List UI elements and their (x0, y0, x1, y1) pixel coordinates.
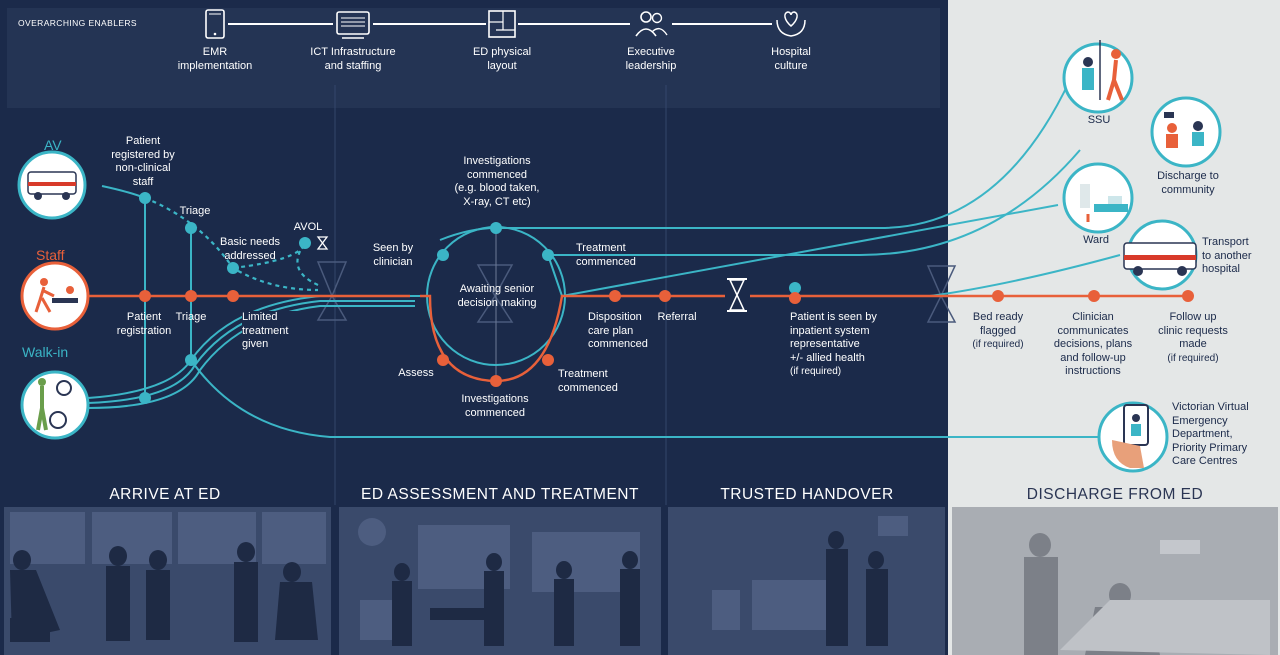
community-label: Discharge to community (1157, 170, 1219, 196)
section-discharge-title: DISCHARGE FROM ED (1026, 486, 1204, 503)
treatment-bottom-label: Treatment commenced (558, 368, 618, 394)
arrive-silhouettes (10, 542, 318, 642)
enablers-heading: OVERARCHING ENABLERS (18, 18, 137, 28)
assessment-silhouettes (392, 551, 640, 646)
follow-if-required: (if required) (1167, 353, 1219, 364)
section-handover-title: TRUSTED HANDOVER (720, 486, 894, 503)
cyan-flow-lines (87, 79, 1121, 438)
small-hourglass-icon (316, 236, 329, 250)
follow-up-label: Follow up clinic requests made (1158, 311, 1228, 350)
handover-silhouettes (826, 531, 888, 646)
section-assessment-title: ED ASSESSMENT AND TREATMENT (361, 486, 639, 503)
bed-if-required: (if required) (972, 339, 1024, 350)
discharge-silhouettes (1024, 533, 1270, 655)
awaiting-decision-label: Awaiting senior decision making (457, 283, 537, 309)
bed-ready-label: Bed ready flagged (972, 311, 1024, 337)
basic-needs-label: Basic needs addressed (220, 236, 280, 262)
triage-bottom-label: Triage (175, 311, 207, 323)
transport-label: Transport to another hospital (1202, 236, 1252, 275)
disposition-label: Disposition care plan commenced (588, 311, 648, 350)
enabler-emr-label: EMR implementation (177, 46, 253, 72)
enabler-culture-label: Hospital culture (771, 46, 811, 72)
assess-label: Assess (398, 367, 434, 379)
heart-hands-icon (772, 8, 810, 40)
ssu-label: SSU (1087, 114, 1111, 126)
limited-treatment-label: Limited treatment given (242, 311, 302, 352)
inpatient-rep-label: Patient is seen by inpatient system repr… (790, 311, 877, 364)
floorplan-icon (486, 9, 518, 39)
people-icon (630, 8, 672, 40)
source-walkin-label: Walk-in (22, 344, 69, 360)
computer-icon (333, 9, 373, 39)
source-av-label: AV (44, 137, 62, 153)
enabler-leadership-label: Executive leadership (625, 46, 677, 72)
registered-non-clinical-label: Patient registered by non-clinical staff (111, 135, 175, 188)
triage-top-label: Triage (179, 205, 211, 217)
hourglass-icon (726, 278, 748, 312)
investigations-top-label: Investigations commenced (e.g. blood tak… (454, 155, 540, 208)
enabler-ict-label: ICT Infrastructure and staffing (310, 46, 396, 72)
section-arrive-title: ARRIVE AT ED (109, 486, 221, 503)
transport-icon (1123, 219, 1198, 291)
virtual-ed-icon (1097, 401, 1169, 473)
referral-label: Referral (657, 311, 697, 323)
av-source-icon (17, 150, 87, 220)
treatment-top-label: Treatment commenced (576, 242, 636, 268)
seen-by-clinician-label: Seen by clinician (372, 242, 414, 268)
handover-room (712, 516, 908, 630)
clinician-communicates-label: Clinician communicates decisions, plans … (1053, 311, 1133, 377)
orange-nodes (139, 290, 1194, 387)
inpatient-if-required: (if required) (790, 366, 842, 377)
walkin-source-icon (20, 370, 90, 440)
ward-icon (1062, 162, 1134, 234)
source-staff-label: Staff (36, 247, 65, 263)
avol-label: AVOL (293, 221, 323, 233)
enabler-layout-label: ED physical layout (472, 46, 532, 72)
patient-registration-label: Patient registration (116, 311, 172, 337)
staff-source-icon (20, 261, 90, 331)
virtual-ed-label: Victorian Virtual Emergency Department, … (1172, 401, 1249, 467)
ward-label: Ward (1083, 234, 1109, 246)
tablet-icon (203, 9, 227, 39)
arrive-windows (10, 512, 326, 564)
community-icon (1150, 96, 1222, 168)
ssu-icon (1062, 40, 1134, 114)
cyan-nodes (139, 192, 801, 404)
investigations-bottom-label: Investigations commenced (461, 393, 529, 419)
